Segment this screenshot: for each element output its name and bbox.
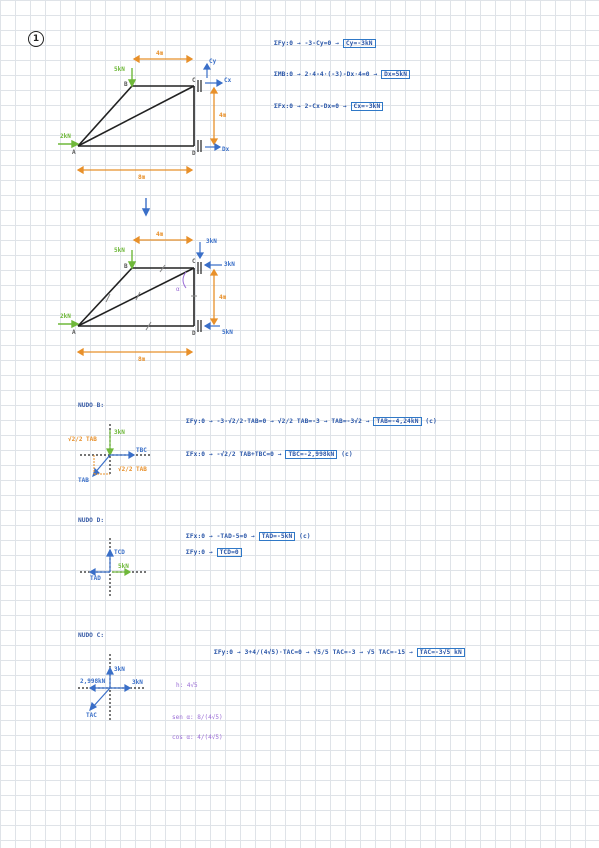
nudo-c-tac: TAC	[86, 712, 97, 719]
node-b-label-2: B	[124, 263, 128, 270]
nudo-b-eq2: ΣFx:0 → -√2/2 TAB+TBC=0 → TBC=-2,998kN (…	[186, 450, 353, 459]
react-cx-label: Cx	[224, 77, 232, 84]
nudo-b-eq1: ΣFy:0 → -3-√2/2·TAB=0 → √2/2 TAB=-3 → TA…	[186, 417, 437, 426]
dim-right-label-2: 4m	[219, 294, 227, 301]
nudo-c-right: 3kN	[132, 679, 143, 686]
nudo-c-title: NUDO C:	[78, 632, 105, 639]
load-a-label-2: 2kN	[60, 313, 71, 320]
load-b-label: 5kN	[114, 66, 125, 73]
node-a-label: A	[72, 149, 76, 156]
nudo-b-tbc: TBC	[136, 447, 147, 454]
react-c-top-label: 3kN	[206, 238, 217, 245]
nudo-c-h: h: 4√5	[176, 682, 198, 689]
nudo-b-tab: TAB	[78, 477, 89, 484]
node-c-label: C	[192, 77, 196, 84]
react-c-right-label: 3kN	[224, 261, 235, 268]
nudo-c-left: 2,998kN	[80, 678, 106, 685]
load-b-label-2: 5kN	[114, 247, 125, 254]
react-cy-label: Cy	[209, 58, 217, 65]
dim-bottom-label-2: 8m	[138, 356, 146, 363]
nudo-d-eq1: ΣFx:0 → -TAD-5=0 → TAD=-5kN (c)	[186, 532, 311, 541]
nudo-d-tad: TAD	[90, 575, 101, 582]
nudo-b-frac-right: √2/2 TAB	[118, 466, 147, 473]
react-dx-label: Dx	[222, 146, 230, 153]
alpha-label: α	[176, 286, 180, 293]
member-ab	[77, 85, 133, 147]
react-d-label: 5kN	[222, 329, 233, 336]
nudo-d-title: NUDO D:	[78, 517, 105, 524]
equation-sum-fy: ΣFy:0 → -3-Cy=0 → Cy=-3kN	[274, 39, 376, 48]
node-b-label: B	[124, 81, 128, 88]
dim-top-label-2: 4m	[156, 231, 164, 238]
node-a-label-2: A	[72, 329, 76, 336]
nudo-d-eq2: ΣFy:0 → TCD=0	[186, 548, 242, 557]
member-ac	[77, 85, 195, 147]
nudo-c-eq1: ΣFy:0 → 3+4/(4√5)·TAC=0 → √5/5 TAC=-3 → …	[214, 648, 465, 657]
equation-sum-mb: ΣMB:0 → 2·4-4·(-3)-Dx·4=0 → Dx=5kN	[274, 70, 411, 79]
dim-top-label: 4m	[156, 50, 164, 57]
nudo-b-load: 3kN	[114, 429, 125, 436]
problem-number: 1	[32, 34, 40, 44]
node-c-label-2: C	[192, 258, 196, 265]
equation-sum-fx: ΣFx:0 → 2-Cx-Dx=0 → Cx=-3kN	[274, 102, 384, 111]
dim-bottom-label: 8m	[138, 174, 146, 181]
nudo-d-load: 5kN	[118, 563, 129, 570]
node-d-label-2: D	[192, 330, 196, 337]
nudo-b-frac-left: √2/2 TAB	[68, 436, 97, 443]
dim-right-label: 4m	[219, 112, 227, 119]
nudo-c-cos: cos α: 4/(4√5)	[172, 734, 223, 741]
nudo-b-title: NUDO B:	[78, 402, 105, 409]
problem-number-circle: 1	[28, 31, 44, 47]
nudo-c-top: 3kN	[114, 666, 125, 673]
load-a-label: 2kN	[60, 133, 71, 140]
node-d-label: D	[192, 150, 196, 157]
nudo-d-tcd: TCD	[114, 549, 125, 556]
nudo-c-sin: sen α: 8/(4√5)	[172, 714, 223, 721]
